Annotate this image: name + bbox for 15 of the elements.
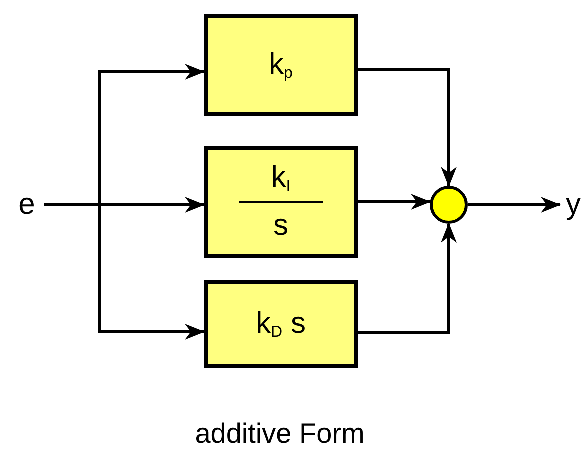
block-expression: s <box>274 211 288 241</box>
arrow <box>358 194 431 210</box>
block-expression: k$_{D}$ s <box>256 309 306 339</box>
arrow <box>358 68 457 187</box>
block-expression: k$_{p}$ <box>269 50 293 80</box>
transfer-block <box>204 146 358 258</box>
transfer-block <box>204 280 358 368</box>
summing-junction <box>430 186 468 224</box>
signal-label: e <box>10 185 44 225</box>
arrow <box>358 223 457 334</box>
transfer-block <box>204 14 358 116</box>
block-expression: k$_{I}$ <box>239 163 323 203</box>
caption: additive Form <box>194 420 366 448</box>
signal-label: y <box>560 185 587 225</box>
arrow <box>468 197 561 213</box>
